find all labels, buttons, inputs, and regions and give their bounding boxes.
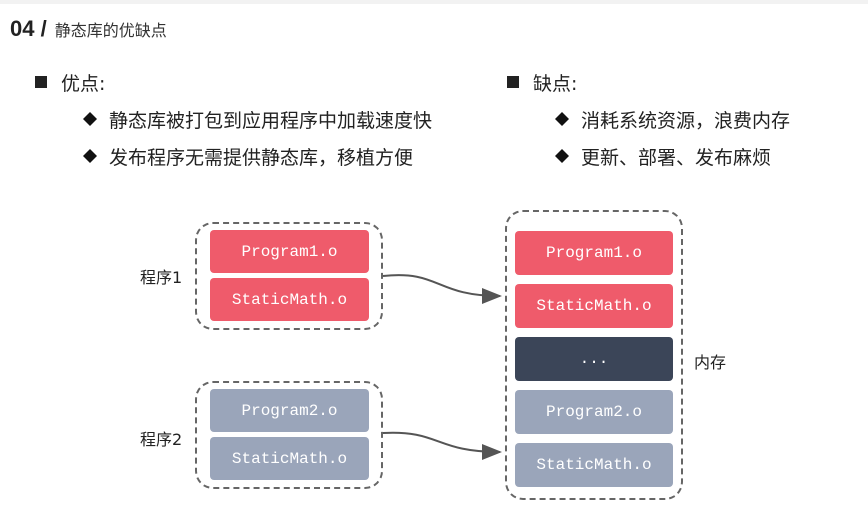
pros-item: 静态库被打包到应用程序中加载速度快 [83, 106, 432, 132]
pros-item-text: 发布程序无需提供静态库，移植方便 [109, 146, 414, 169]
pros-section: 优点: 静态库被打包到应用程序中加载速度快 发布程序无需提供静态库，移植方便 [35, 69, 432, 169]
diamond-bullet-icon [555, 112, 569, 126]
cons-item-text: 更新、部署、发布麻烦 [581, 146, 772, 169]
memory-staticmath1-block: StaticMath.o [515, 284, 673, 328]
memory-label: 内存 [694, 353, 727, 372]
cons-section: 缺点: 消耗系统资源，浪费内存 更新、部署、发布麻烦 [507, 69, 790, 169]
cons-item: 消耗系统资源，浪费内存 [555, 106, 790, 132]
diamond-bullet-icon [555, 149, 569, 163]
cons-item: 更新、部署、发布麻烦 [555, 143, 790, 169]
section-title: 静态库的优缺点 [54, 21, 167, 40]
diamond-bullet-icon [83, 149, 97, 163]
cons-heading: 缺点: [507, 69, 790, 95]
program2-staticmath-block: StaticMath.o [210, 437, 369, 480]
memory-staticmath2-block: StaticMath.o [515, 443, 673, 487]
section-number: 04 / [10, 16, 47, 41]
arrow-program2-to-memory [382, 431, 502, 460]
program2-group [195, 381, 383, 489]
pros-item: 发布程序无需提供静态库，移植方便 [83, 143, 432, 169]
pros-item-text: 静态库被打包到应用程序中加载速度快 [109, 109, 433, 132]
memory-program2-block: Program2.o [515, 390, 673, 434]
square-bullet-icon [507, 76, 519, 88]
program1-staticmath-block: StaticMath.o [210, 278, 369, 321]
pros-title: 优点: [61, 72, 106, 95]
cons-item-text: 消耗系统资源，浪费内存 [581, 109, 791, 132]
program1-object-block: Program1.o [210, 230, 369, 273]
square-bullet-icon [35, 76, 47, 88]
slide-header: 04 / 静态库的优缺点 [10, 16, 167, 44]
memory-program1-block: Program1.o [515, 231, 673, 275]
cons-title: 缺点: [533, 72, 578, 95]
pros-heading: 优点: [35, 69, 432, 95]
program1-label: 程序1 [140, 268, 183, 287]
arrow-program1-to-memory [382, 274, 502, 304]
diamond-bullet-icon [83, 112, 97, 126]
memory-ellipsis-block: ... [515, 337, 673, 381]
top-bar [0, 0, 868, 4]
program2-object-block: Program2.o [210, 389, 369, 432]
memory-group [505, 210, 683, 500]
program2-label: 程序2 [140, 430, 183, 449]
program1-group [195, 222, 383, 330]
